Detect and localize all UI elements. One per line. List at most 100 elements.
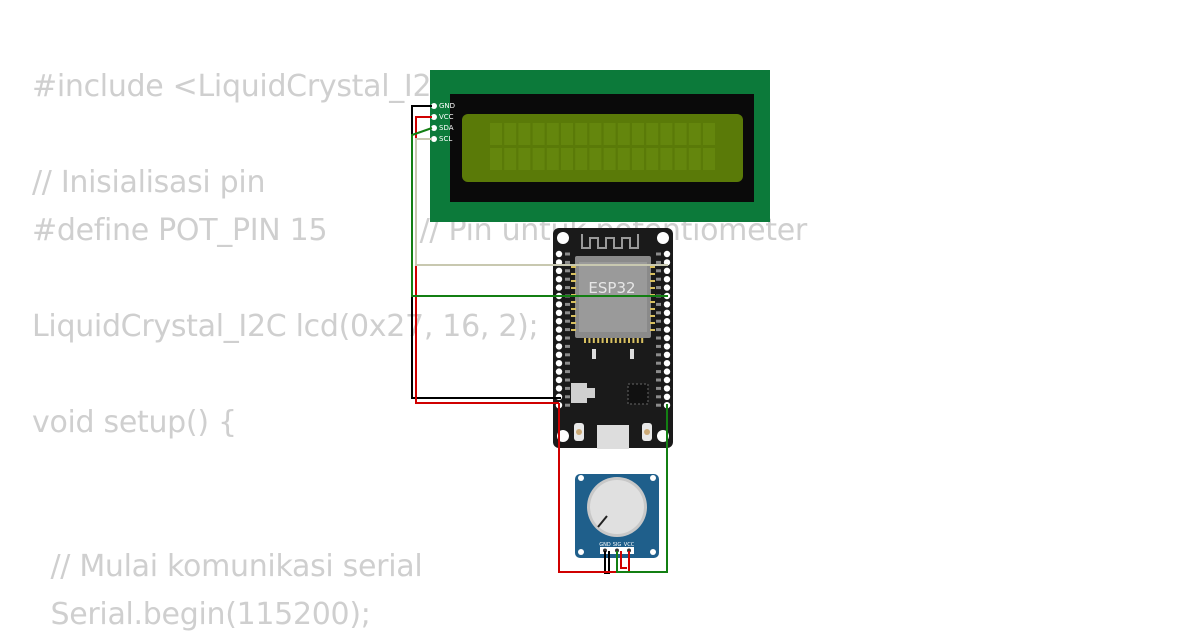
lcd-cell bbox=[632, 148, 644, 170]
esp32-silkscreen bbox=[565, 252, 570, 256]
module-pad bbox=[571, 315, 576, 317]
esp32-pin bbox=[663, 309, 671, 316]
pot-pin-label: VCC bbox=[624, 542, 635, 548]
lcd-cell bbox=[660, 123, 673, 145]
module-pad bbox=[650, 329, 655, 331]
module-pad bbox=[610, 338, 613, 343]
smd-component bbox=[592, 349, 596, 359]
lcd-pin bbox=[431, 125, 437, 131]
esp32-silkscreen bbox=[565, 344, 570, 348]
lcd-cell bbox=[546, 148, 559, 170]
code-line: void setup() { bbox=[32, 405, 237, 440]
esp32-silkscreen bbox=[565, 395, 570, 399]
module-pad bbox=[650, 280, 655, 282]
esp32-silkscreen bbox=[656, 260, 661, 264]
code-line: // Mulai komunikasi serial bbox=[32, 549, 423, 584]
lcd-cell bbox=[674, 123, 687, 145]
module-pad bbox=[650, 273, 655, 275]
antenna-trace bbox=[581, 234, 639, 249]
esp32-pin bbox=[663, 284, 671, 291]
esp32-silkscreen bbox=[565, 277, 570, 281]
esp32-pin bbox=[555, 351, 563, 358]
wire-pot-sig-stub[interactable] bbox=[620, 551, 627, 569]
esp32-silkscreen bbox=[565, 311, 570, 315]
module-pad bbox=[650, 315, 655, 317]
lcd-cell bbox=[532, 148, 545, 170]
esp32-pin bbox=[555, 250, 563, 258]
lcd-pin bbox=[431, 136, 437, 142]
lcd-pin-header bbox=[431, 103, 437, 142]
lcd-cell bbox=[589, 148, 602, 170]
module-pad bbox=[571, 308, 576, 310]
module-pad bbox=[571, 266, 576, 268]
esp32-board[interactable]: ESP32 bbox=[553, 228, 673, 449]
esp32-silkscreen bbox=[565, 386, 570, 390]
lcd-pin-label: GND bbox=[439, 102, 455, 110]
lcd-cell bbox=[561, 148, 573, 170]
micro-usb-port[interactable] bbox=[597, 425, 629, 449]
esp32-silkscreen bbox=[656, 386, 661, 390]
code-line: Serial.begin(115200); bbox=[32, 597, 371, 632]
esp32-pin bbox=[663, 343, 671, 350]
esp32-silkscreen bbox=[656, 328, 661, 332]
esp32-pin bbox=[555, 284, 563, 291]
module-pad bbox=[650, 266, 655, 268]
esp32-pin bbox=[663, 368, 671, 375]
potentiometer-module[interactable]: GND SIG VCC bbox=[575, 474, 659, 558]
module-pad bbox=[650, 308, 655, 310]
module-pad bbox=[571, 322, 576, 324]
lcd-cell bbox=[490, 148, 502, 170]
button-cap bbox=[644, 429, 650, 435]
esp32-silkscreen bbox=[565, 269, 570, 273]
mounting-hole bbox=[650, 549, 656, 555]
esp32-pin bbox=[663, 318, 671, 325]
smd-component bbox=[630, 349, 634, 359]
wire-pot-vcc[interactable] bbox=[558, 403, 630, 573]
lcd-module[interactable]: GND VCC SDA SCL bbox=[430, 70, 770, 222]
module-pad bbox=[571, 329, 576, 331]
esp32-silkscreen bbox=[656, 336, 661, 340]
esp32-silkscreen bbox=[656, 353, 661, 357]
lcd-cell bbox=[703, 148, 715, 170]
esp32-pin bbox=[555, 343, 563, 350]
esp32-silkscreen bbox=[565, 319, 570, 323]
wire-lcd-scl[interactable] bbox=[415, 138, 668, 266]
mounting-hole bbox=[657, 232, 669, 244]
esp32-silkscreen bbox=[656, 403, 661, 407]
module-pad bbox=[571, 287, 576, 289]
esp32-silkscreen bbox=[565, 302, 570, 306]
lcd-cell bbox=[490, 123, 502, 145]
module-pad bbox=[571, 301, 576, 303]
module-pad bbox=[623, 338, 626, 343]
esp32-pin bbox=[555, 393, 563, 400]
esp32-pin bbox=[555, 267, 563, 274]
esp32-silkscreen bbox=[656, 395, 661, 399]
lcd-cell bbox=[603, 123, 616, 145]
module-pads bbox=[571, 266, 655, 343]
lcd-cell bbox=[504, 148, 517, 170]
wire-pot-sig[interactable] bbox=[616, 404, 668, 573]
lcd-cell bbox=[575, 148, 588, 170]
lcd-character-grid bbox=[490, 123, 715, 170]
esp32-pin bbox=[555, 360, 563, 367]
lcd-cell bbox=[518, 123, 531, 145]
esp32-pin bbox=[663, 267, 671, 274]
lcd-cell bbox=[518, 148, 531, 170]
module-pad bbox=[628, 338, 630, 343]
module-pad bbox=[641, 338, 644, 343]
esp32-silkscreen bbox=[565, 353, 570, 357]
button-cap bbox=[576, 429, 582, 435]
esp32-pin bbox=[555, 259, 563, 266]
esp32-pin bbox=[663, 250, 671, 258]
mounting-hole bbox=[578, 475, 584, 481]
esp32-pin bbox=[663, 301, 671, 308]
lcd-cell bbox=[646, 123, 659, 145]
esp32-silkscreen bbox=[656, 378, 661, 382]
esp32-pin-headers bbox=[555, 250, 671, 409]
lcd-cell bbox=[532, 123, 545, 145]
wire-lcd-sda[interactable] bbox=[411, 127, 668, 297]
module-pad bbox=[650, 322, 655, 324]
esp32-pin bbox=[663, 334, 671, 342]
lcd-cell bbox=[575, 123, 588, 145]
